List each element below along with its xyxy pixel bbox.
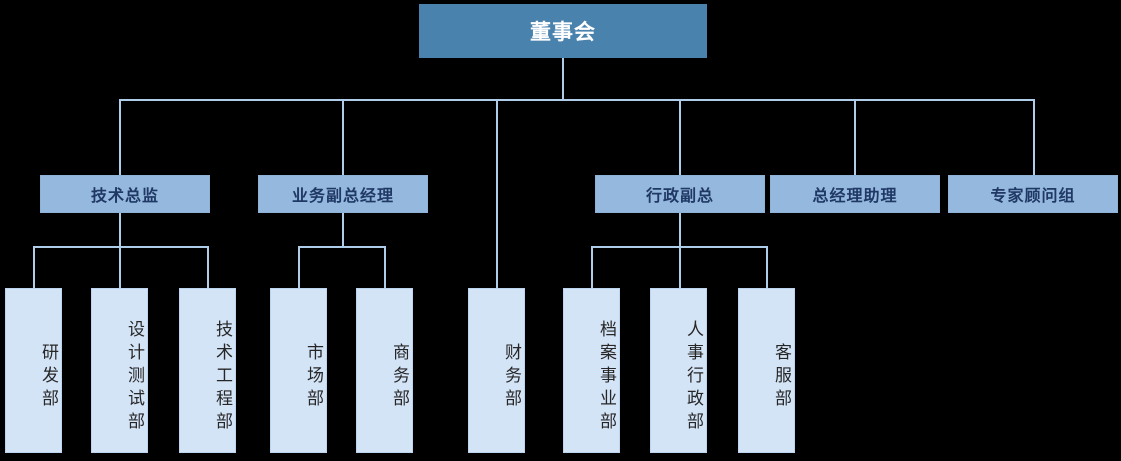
connector-tech-director-bus	[33, 246, 209, 248]
node-market-dept[interactable]: 市场部	[270, 288, 327, 453]
node-tech-eng-dept[interactable]: 技术工程部	[179, 288, 236, 453]
connector-board-drop	[562, 58, 564, 101]
connector-drop-admin-vp	[679, 99, 681, 175]
connector-drop-business-dept	[384, 246, 386, 289]
node-board[interactable]: 董事会	[419, 4, 707, 58]
connector-drop-tech-director	[119, 99, 121, 175]
node-admin-vp[interactable]: 行政副总	[595, 175, 765, 213]
node-customer-service-dept[interactable]: 客服部	[738, 288, 795, 453]
node-expert-group[interactable]: 专家顾问组	[948, 175, 1118, 213]
connector-drop-biz-vp	[342, 99, 344, 175]
connector-drop-finance-dept	[496, 99, 498, 289]
connector-drop-design-test-dept	[119, 246, 121, 289]
node-design-test-dept[interactable]: 设计测试部	[91, 288, 148, 453]
node-gm-assistant[interactable]: 总经理助理	[770, 175, 940, 213]
node-rd-dept[interactable]: 研发部	[5, 288, 62, 453]
connector-drop-gm-assistant	[854, 99, 856, 175]
node-archive-dept[interactable]: 档案事业部	[563, 288, 620, 453]
node-finance-dept[interactable]: 财务部	[468, 288, 525, 453]
connector-drop-tech-eng-dept	[207, 246, 209, 289]
connector-drop-market-dept	[298, 246, 300, 289]
node-business-dept[interactable]: 商务部	[356, 288, 413, 453]
connector-drop-archive-dept	[591, 246, 593, 289]
connector-drop-hr-admin-dept	[679, 246, 681, 289]
connector-drop-rd-dept	[33, 246, 35, 289]
connector-drop-customer-service-dept	[766, 246, 768, 289]
connector-drop-expert-group	[1033, 99, 1035, 175]
node-hr-admin-dept[interactable]: 人事行政部	[650, 288, 707, 453]
connector-tech-director-stem	[119, 212, 121, 247]
connector-biz-vp-bus	[298, 246, 386, 248]
connector-main-bus	[119, 99, 1034, 101]
node-tech-director[interactable]: 技术总监	[40, 175, 210, 213]
node-biz-vp[interactable]: 业务副总经理	[258, 175, 428, 213]
connector-biz-vp-stem	[342, 212, 344, 247]
connector-admin-vp-stem	[679, 212, 681, 247]
